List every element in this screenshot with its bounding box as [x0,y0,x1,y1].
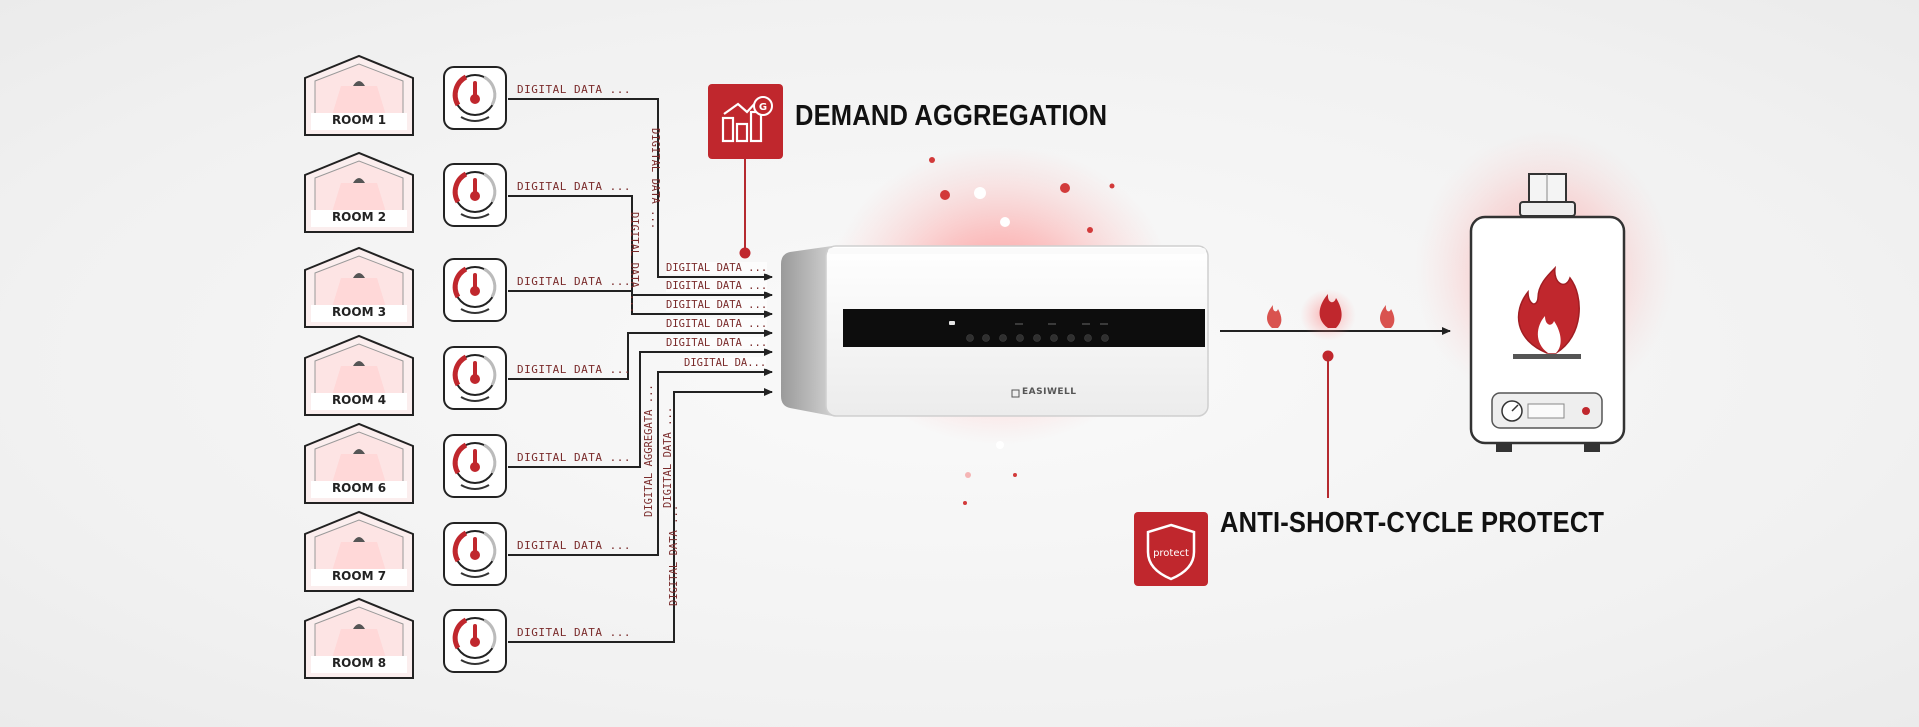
room-label: ROOM 4 [331,393,387,407]
signal-line-room-2 [508,195,773,299]
controller-brand: EASIWELL [1022,387,1077,397]
led-indicators [949,321,1109,342]
protect-badge-text: protect [1153,548,1189,559]
signal-line-room-4 [508,329,773,380]
room-label: ROOM 6 [331,481,387,495]
digital-data-label: DIGITAL DATA ... [517,539,631,552]
vertical-data-label: DIGITAL DATA ... [649,128,661,230]
room-icon [304,510,414,592]
anti-short-cycle-title: ANTI-SHORT-CYCLE PROTECT [1220,507,1605,539]
room-label: ROOM 1 [331,113,387,127]
signal-lines [508,98,773,643]
zone-controller [781,245,1209,417]
vertical-data-label: DIGITAL DATA ... [668,504,680,606]
digital-data-label: DIGITAL DATA ... [517,83,631,96]
controller-display-band [843,309,1205,347]
digital-data-label: DIGITAL DATA ... [517,275,631,288]
digital-data-label: DIGITAL DATA ... [517,363,631,376]
thermostat-list [443,66,507,673]
flame-icon-small-left [1267,305,1282,328]
merged-data-label: DIGITAL DA... [684,357,767,369]
room-label: ROOM 8 [331,656,387,670]
vertical-data-label: DIGITAL AGGREGATA ... [643,384,655,517]
flame-icon-large [1319,294,1342,328]
merged-data-label: DIGITAL DATA ... [666,280,768,292]
merged-data-label: DIGITAL DATA ... [666,299,768,311]
signal-line-room-3 [508,290,773,318]
signal-line-room-1 [508,98,773,281]
room-icon [304,334,414,416]
demand-connector-dot [739,247,751,259]
bar-chart-icon: G [708,84,783,159]
thermostat-icon [443,522,507,586]
digital-data-label: DIGITAL DATA ... [517,180,631,193]
room-icon [304,246,414,328]
merged-data-label: DIGITAL DATA ... [666,337,768,349]
thermostat-icon [443,163,507,227]
boiler [1469,173,1626,452]
thermostat-icon [443,66,507,130]
merged-data-label: DIGITAL DATA ... [666,262,768,274]
signal-line-room-7 [508,368,773,556]
room-label: ROOM 3 [331,305,387,319]
flame-icon-small-right [1380,305,1395,328]
thermostat-icon [443,258,507,322]
vertical-data-label: DIGITAL DATA ... [628,212,640,314]
boiler-flame-icon [1513,265,1581,359]
thermostat-icon [443,609,507,673]
room-icon [304,597,414,679]
room-list [304,54,414,679]
brand-logo-icon [1011,389,1020,398]
status-light-icon [1582,407,1590,415]
signal-line-room-6 [508,348,773,468]
signal-line-room-8 [508,388,773,643]
thermostat-icon [443,346,507,410]
demand-aggregation-title: DEMAND AGGREGATION [795,100,1108,132]
room-label: ROOM 2 [331,210,387,224]
room-icon [304,151,414,233]
room-icon [304,54,414,136]
shield-icon: protect [1134,512,1208,586]
flame-icons [1267,289,1395,341]
room-icon [304,422,414,504]
digital-data-label: DIGITAL DATA ... [517,451,631,464]
digital-data-label: DIGITAL DATA ... [517,626,631,639]
vertical-data-label: DIGITAL DATA ... [662,406,674,508]
room-label: ROOM 7 [331,569,387,583]
svg-text:G: G [759,102,767,113]
merged-data-label: DIGITAL DATA ... [666,318,768,330]
thermostat-icon [443,434,507,498]
